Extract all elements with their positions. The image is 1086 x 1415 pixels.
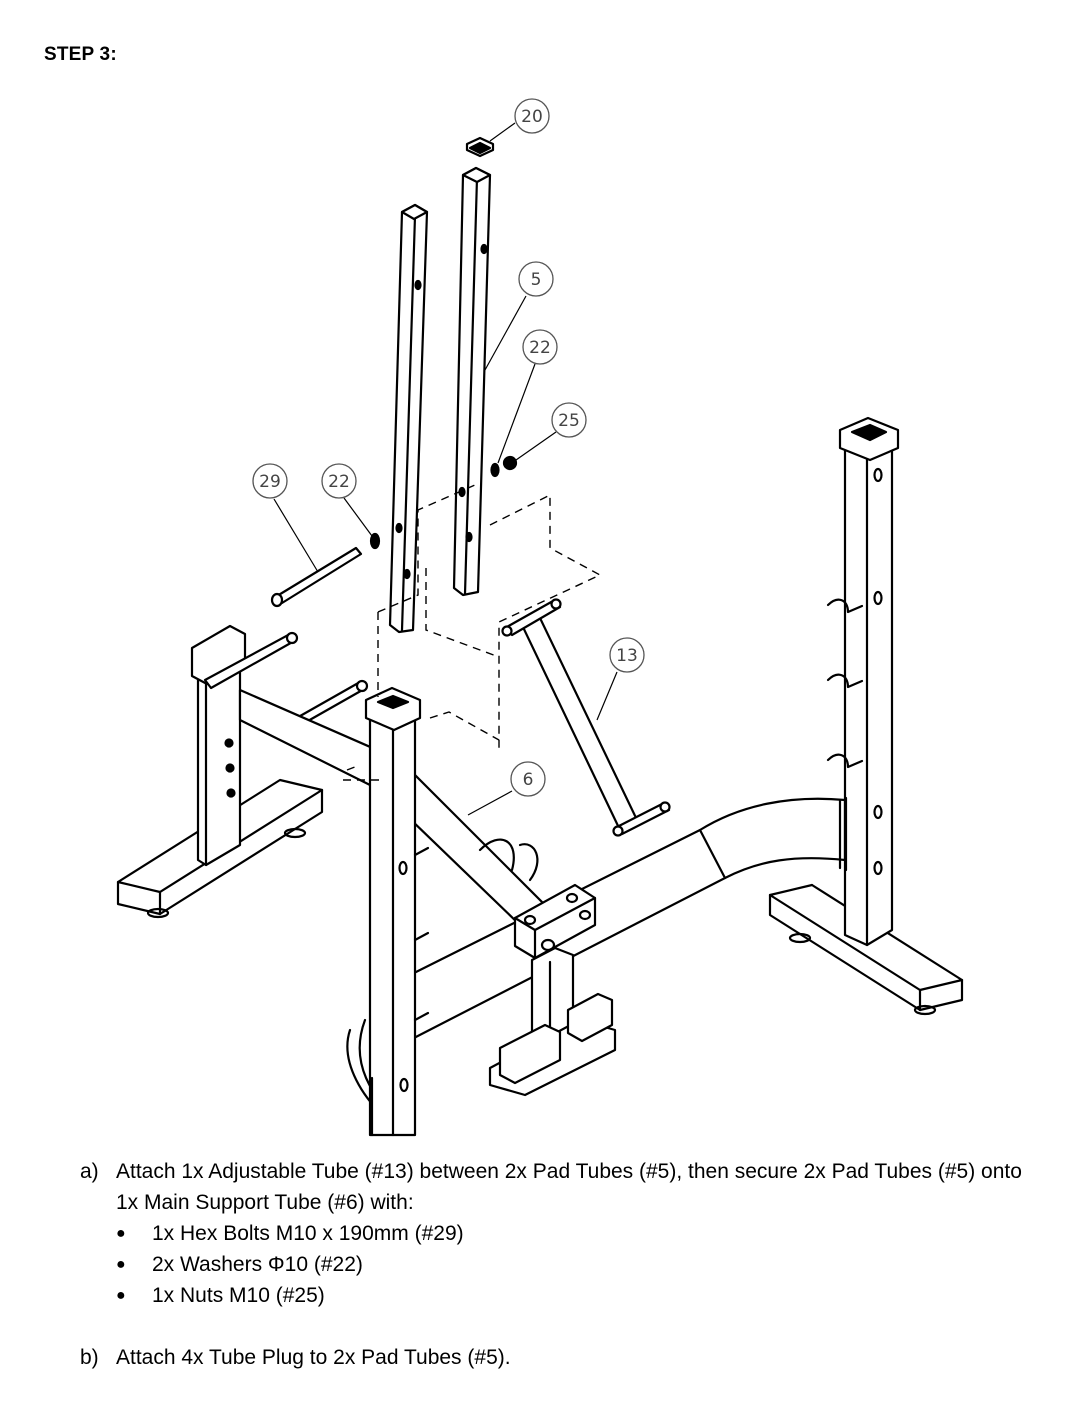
list-item: ● 1x Nuts M10 (#25) [116,1280,1040,1311]
svg-text:20: 20 [521,107,543,127]
callout-25: 25 [551,402,587,438]
part-label: 2x Washers Φ10 (#22) [152,1253,363,1276]
tube-plug-20 [465,136,495,158]
curved-base-tube [346,797,847,1132]
instruction-a: a) Attach 1x Adjustable Tube (#13) betwe… [80,1156,1040,1218]
callout-22-right: 22 [522,329,558,365]
instruction-a-marker: a) [80,1160,99,1183]
callout-6: 6 [510,761,546,797]
step-title: STEP 3: [44,44,117,65]
callout-20: 20 [514,98,550,134]
svg-text:22: 22 [328,472,350,492]
svg-text:5: 5 [531,270,542,290]
svg-text:6: 6 [523,770,534,790]
pad-tubes-5 [388,166,492,634]
assembly-diagram: 20 5 22 25 29 22 13 6 [116,98,964,1137]
part-label: 1x Hex Bolts M10 x 190mm (#29) [152,1222,464,1245]
left-stand [116,624,324,919]
instruction-b: b) Attach 4x Tube Plug to 2x Pad Tubes (… [80,1342,1040,1373]
list-item: ● 1x Hex Bolts M10 x 190mm (#29) [116,1218,1040,1249]
parts-list: ● 1x Hex Bolts M10 x 190mm (#29) ● 2x Wa… [80,1218,1040,1311]
bullet-icon: ● [116,1256,126,1273]
hex-bolt-29 [270,546,363,608]
spacer [80,1311,1040,1342]
svg-text:13: 13 [616,646,638,666]
callout-5: 5 [518,261,554,297]
instruction-b-text: Attach 4x Tube Plug to 2x Pad Tubes (#5)… [116,1346,511,1369]
washer-22-left [369,532,381,550]
list-item: ● 2x Washers Φ10 (#22) [116,1249,1040,1280]
adjustable-tube-13 [501,598,671,837]
front-upright [364,686,430,1137]
svg-text:29: 29 [259,472,281,492]
part-label: 1x Nuts M10 (#25) [152,1284,325,1307]
instruction-b-marker: b) [80,1346,99,1369]
svg-text:25: 25 [558,411,580,431]
callout-29: 29 [252,463,288,499]
leader-lines [273,122,618,816]
instructions: a) Attach 1x Adjustable Tube (#13) betwe… [80,1156,1040,1373]
bullet-icon: ● [116,1287,126,1304]
callout-13: 13 [609,637,645,673]
alignment-guides [343,484,602,781]
instruction-a-text: Attach 1x Adjustable Tube (#13) between … [116,1160,1022,1214]
callout-22-left: 22 [321,463,357,499]
center-bracket [488,883,617,1097]
svg-text:22: 22 [529,338,551,358]
bullet-icon: ● [116,1225,126,1242]
right-stand [768,416,964,1016]
washer-22-right [490,462,500,478]
nut-25 [502,455,518,471]
